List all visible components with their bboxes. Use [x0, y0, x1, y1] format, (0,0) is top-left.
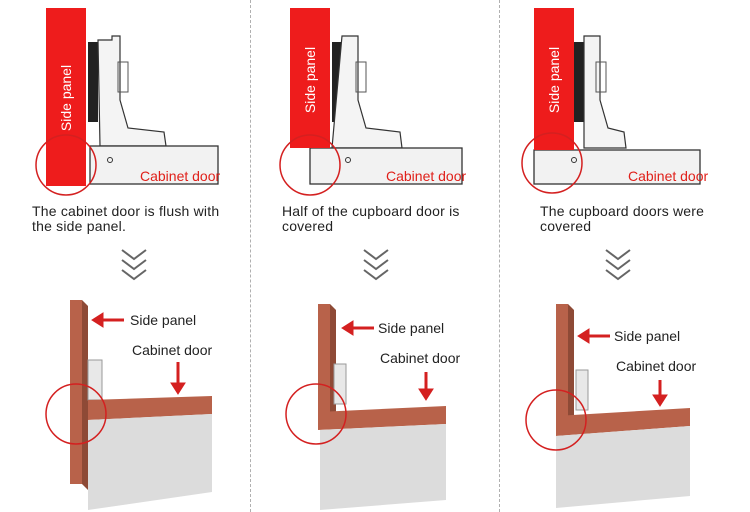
photo-side-panel-label: Side panel [378, 320, 445, 336]
photo-callout-circle [285, 383, 347, 445]
column-separator-2 [499, 0, 500, 512]
photo-cabinet-door-label: Cabinet door [616, 358, 697, 374]
photo-door-edge [88, 396, 212, 420]
cabinet-door-label: Cabinet door [140, 168, 221, 184]
hinge-screw-slot [595, 61, 607, 93]
cabinet-door-label: Cabinet door [628, 168, 709, 184]
hinge-mounting-plate [574, 42, 584, 122]
side-panel-label: Side panel [58, 64, 74, 132]
caption-inset: The cupboard doors were covered [540, 204, 704, 234]
photo-callout-circle [45, 383, 107, 445]
photo-side-panel-front [318, 304, 330, 412]
column-inset: Side panel Cabinet door The cupboard doo… [500, 0, 750, 512]
side-panel-label: Side panel [302, 46, 318, 114]
door-board [89, 145, 219, 185]
joint-callout-circle [521, 132, 583, 194]
caption-half-overlay: Half of the cupboard door is covered [282, 204, 460, 234]
down-chevrons [121, 249, 147, 281]
column-half-overlay: Side panel Cabinet door Half of the cupb… [250, 0, 500, 512]
diagram-inset [521, 8, 701, 508]
door-board [309, 147, 463, 185]
hinge-pivot [107, 157, 113, 163]
photo-side-panel-front [556, 304, 568, 416]
caption-line-1: The cabinet door is flush with [32, 203, 220, 219]
photo-side-panel-front [70, 300, 82, 484]
photo-side-panel-edge [568, 304, 574, 416]
side-panel-block [46, 8, 86, 186]
photo-door-edge [556, 408, 690, 436]
caption-line-2: covered [282, 218, 334, 234]
down-chevrons [605, 249, 631, 281]
photo-door-face [556, 426, 690, 508]
side-panel-block [534, 8, 574, 150]
photo-door-face [320, 424, 446, 510]
hinge-pivot [345, 157, 351, 163]
photo-arrows [91, 312, 186, 395]
side-panel-label: Side panel [546, 46, 562, 114]
caption-line-2: the side panel. [32, 218, 127, 234]
diagram-half-overlay [279, 8, 463, 510]
joint-callout-circle [35, 134, 97, 196]
cabinet-door-label: Cabinet door [386, 168, 467, 184]
photo-arrows [577, 328, 668, 407]
hinge-screw-slot [355, 61, 367, 93]
hinge-arm [331, 35, 403, 149]
photo-cabinet-door-label: Cabinet door [132, 342, 213, 358]
caption-line-2: covered [540, 218, 592, 234]
joint-callout-circle [279, 134, 341, 196]
caption-line-1: Half of the cupboard door is [282, 203, 460, 219]
hinge-mounting-plate [332, 42, 342, 122]
hinge-arm [97, 35, 167, 147]
photo-arrows [341, 320, 434, 401]
photo-side-panel-label: Side panel [130, 312, 197, 328]
hinge-mounting-plate [88, 42, 98, 122]
hinge-screw-slot [117, 61, 129, 93]
photo-callout-circle [525, 389, 587, 451]
door-board [533, 149, 701, 185]
caption-line-1: The cupboard doors were [540, 203, 705, 219]
photo-hinge [333, 363, 347, 405]
column-full-overlay: Side panel Cabinet door The cabinet door… [0, 0, 250, 512]
hinge-pivot [571, 157, 577, 163]
photo-door-face [88, 414, 212, 510]
hinge-arm [583, 35, 627, 149]
photo-hinge [87, 359, 103, 401]
photo-door-edge [318, 406, 446, 430]
caption-full-overlay: The cabinet door is flush with the side … [32, 204, 219, 234]
photo-side-panel-label: Side panel [614, 328, 681, 344]
side-panel-block [290, 8, 330, 148]
photo-side-panel-edge [82, 300, 88, 490]
column-separator-1 [250, 0, 251, 512]
down-chevrons [363, 249, 389, 281]
diagram-full-overlay [35, 8, 219, 510]
photo-cabinet-door-label: Cabinet door [380, 350, 461, 366]
